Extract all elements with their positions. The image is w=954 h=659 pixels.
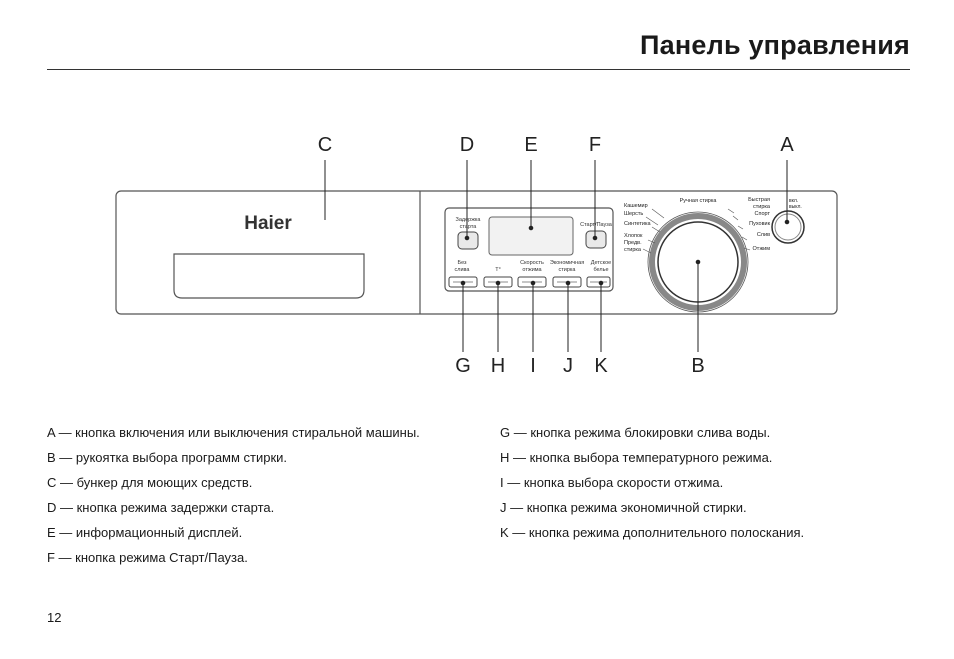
legend-item-j: J — кнопка режима экономичной стирки. (500, 500, 747, 515)
drawer-handle (173, 253, 365, 299)
program-right-2: Спорт (755, 211, 771, 217)
callout-g: G (455, 355, 471, 377)
callout-e: E (524, 134, 537, 156)
program-left-3: Хлопок (624, 233, 643, 239)
program-left-5: стирка (624, 247, 642, 253)
eco-label-2: стирка (559, 267, 577, 273)
legend-right: G — кнопка режима блокировки слива воды.… (500, 420, 804, 545)
start-pause-label: Старт/Пауза (580, 222, 613, 228)
delay-label-1: Задержка (456, 217, 482, 223)
program-left-4: Предв. (624, 240, 642, 246)
legend-item-d: D — кнопка режима задержки старта. (47, 500, 275, 515)
program-left-1: Шерсть (624, 211, 643, 217)
program-right-1: стирка (753, 204, 771, 210)
legend-item-b: B — рукоятка выбора программ стирки. (47, 450, 288, 465)
program-right-5: Отжим (752, 246, 770, 252)
title-rule (47, 69, 910, 70)
control-panel-diagram: C D E F A G H I J K B Haier Задержка ста… (115, 134, 838, 377)
temp-label: T° (495, 267, 501, 273)
program-left-0: Кашемир (624, 203, 648, 209)
spin-label-2: отжима (522, 267, 542, 273)
callout-b: B (691, 355, 704, 377)
legend-item-i: I — кнопка выбора скорости отжима. (500, 475, 724, 490)
program-right-0: Быстрая (748, 197, 770, 203)
power-label-1: вкл. (789, 198, 798, 204)
legend-item-k: K — кнопка режима дополнительного полоск… (500, 525, 805, 540)
callout-c: C (318, 134, 332, 156)
legend-item-a: A — кнопка включения или выключения стир… (47, 425, 420, 440)
legend-left: A — кнопка включения или выключения стир… (47, 420, 420, 570)
power-label-2: выкл. (789, 204, 802, 210)
spin-label-1: Скорость (520, 260, 544, 266)
callout-a: A (780, 134, 794, 156)
callout-k: K (594, 355, 608, 377)
legend-item-h: H — кнопка выбора температурного режима. (500, 450, 773, 465)
no-drain-label-1: Без (457, 260, 467, 266)
program-right-3: Пуховик (749, 221, 770, 227)
haier-logo: Haier (244, 213, 292, 234)
page-number: 12 (47, 610, 62, 625)
eco-label-1: Экономичная (550, 260, 584, 266)
program-label-top: Ручная стирка (680, 198, 718, 204)
program-left-2: Синтетика (624, 221, 652, 227)
legend-item-f: F — кнопка режима Старт/Пауза. (47, 550, 248, 565)
legend-item-g: G — кнопка режима блокировки слива воды. (500, 425, 771, 440)
legend-item-e: E — информационный дисплей. (47, 525, 243, 540)
callout-h: H (491, 355, 505, 377)
rinse-label-1: Детское (591, 260, 611, 266)
callout-f: F (589, 134, 601, 156)
power-button[interactable] (771, 210, 805, 244)
rinse-label-2: белье (593, 267, 608, 273)
callout-i: I (530, 355, 536, 377)
page-title: Панель управления (640, 30, 910, 60)
program-right-4: Слив (757, 232, 770, 238)
no-drain-label-2: слива (455, 267, 471, 273)
legend-item-c: C — бункер для моющих средств. (47, 475, 253, 490)
callout-d: D (460, 134, 474, 156)
delay-start-button[interactable] (457, 231, 479, 250)
callout-j: J (563, 355, 573, 377)
delay-label-2: старта (460, 224, 478, 230)
